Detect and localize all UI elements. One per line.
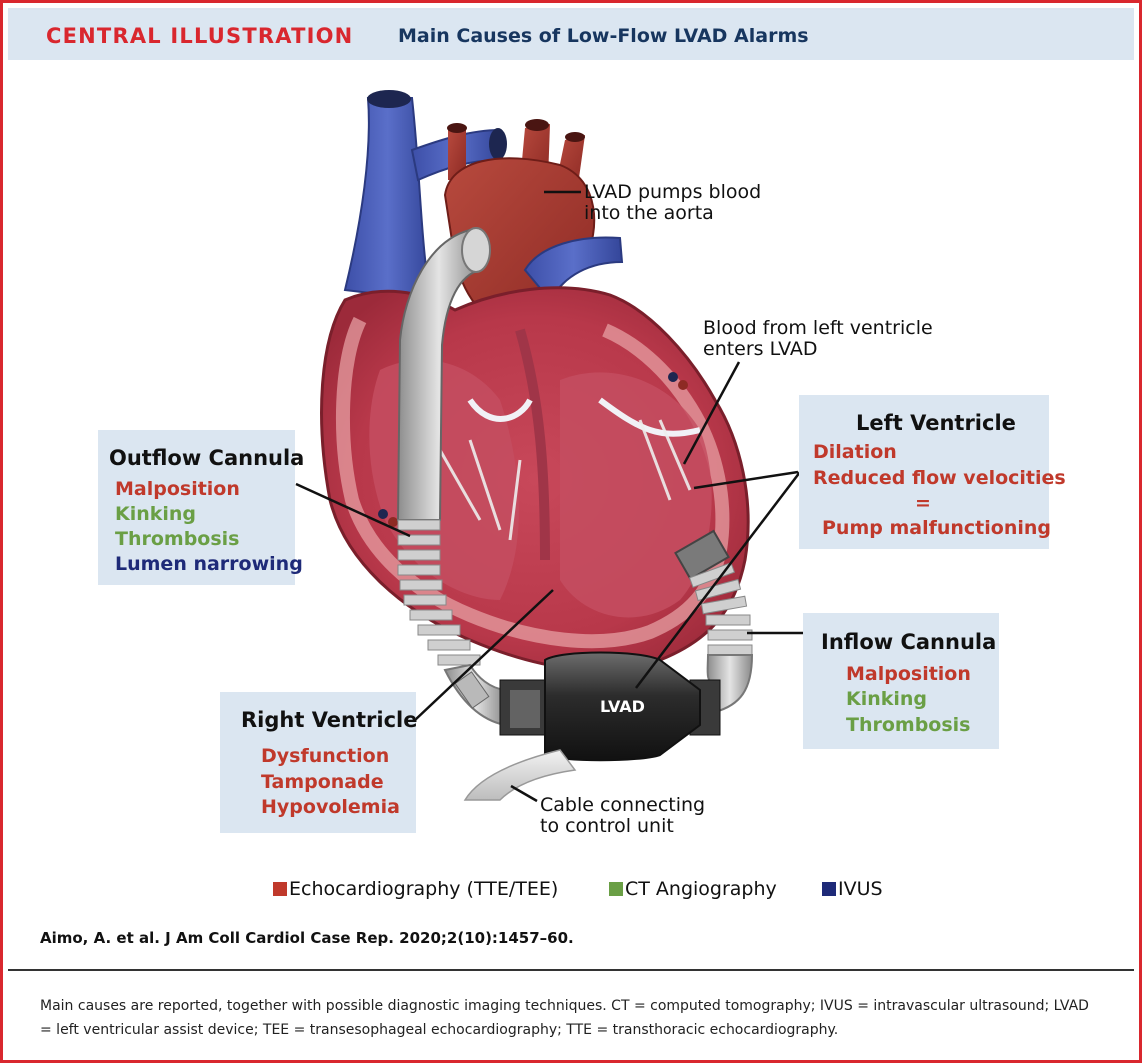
right-ventricle-title: Right Ventricle [241, 708, 417, 732]
lv-item-pump-malfunction: Pump malfunctioning [822, 517, 1051, 539]
outflow-item-malposition: Malposition [115, 478, 240, 500]
outflow-item-thrombosis: Thrombosis [115, 528, 240, 550]
caption-divider [8, 969, 1134, 971]
inflow-cannula-title: Inflow Cannula [821, 630, 996, 654]
legend-swatch-ivus [822, 882, 836, 896]
outflow-cannula-box: Outflow Cannula Malposition Kinking Thro… [98, 430, 295, 585]
rv-item-hypovolemia: Hypovolemia [261, 796, 400, 818]
lv-callout-line1: Blood from left ventricle [703, 318, 933, 339]
legend-swatch-ct-angiography [609, 882, 623, 896]
lv-callout: Blood from left ventricle enters LVAD [703, 318, 933, 360]
outflow-item-kinking: Kinking [115, 503, 196, 525]
rv-item-dysfunction: Dysfunction [261, 745, 389, 767]
rv-item-tamponade: Tamponade [261, 771, 384, 793]
outflow-item-lumen-narrowing: Lumen narrowing [115, 553, 303, 575]
aorta-callout-line2: into the aorta [584, 203, 761, 224]
legend-ivus: IVUS [822, 878, 883, 900]
lv-item-dilation: Dilation [813, 441, 897, 463]
lv-callout-line2: enters LVAD [703, 339, 933, 360]
vena-cava [345, 98, 430, 300]
outflow-cannula-title: Outflow Cannula [109, 446, 304, 470]
cable-callout-line2: to control unit [540, 816, 705, 837]
legend-swatch-echocardiography [273, 882, 287, 896]
legend-ct-angiography: CT Angiography [609, 878, 777, 900]
figure-caption: Main causes are reported, together with … [40, 994, 1100, 1042]
inflow-item-thrombosis: Thrombosis [846, 714, 971, 736]
cable-callout-line1: Cable connecting [540, 795, 705, 816]
inflow-item-malposition: Malposition [846, 663, 971, 685]
left-ventricle-title: Left Ventricle [856, 411, 1016, 435]
lv-item-reduced-flow: Reduced flow velocities [813, 467, 1066, 489]
aorta-callout-line1: LVAD pumps blood [584, 182, 761, 203]
legend-echocardiography: Echocardiography (TTE/TEE) [273, 878, 558, 900]
inflow-item-kinking: Kinking [846, 688, 927, 710]
lvad-device-label: LVAD [600, 697, 645, 716]
legend-label-echocardiography: Echocardiography (TTE/TEE) [289, 878, 558, 900]
inflow-cannula-box: Inflow Cannula Malposition Kinking Throm… [803, 613, 999, 749]
left-ventricle-box: Left Ventricle Dilation Reduced flow vel… [799, 395, 1049, 549]
legend-label-ivus: IVUS [838, 878, 883, 900]
legend-label-ct-angiography: CT Angiography [625, 878, 777, 900]
aorta-callout: LVAD pumps blood into the aorta [584, 182, 761, 224]
citation: Aimo, A. et al. J Am Coll Cardiol Case R… [40, 929, 574, 947]
lv-item-equals: = [915, 492, 931, 514]
cable-callout: Cable connecting to control unit [540, 795, 705, 837]
right-ventricle-box: Right Ventricle Dysfunction Tamponade Hy… [220, 692, 416, 833]
